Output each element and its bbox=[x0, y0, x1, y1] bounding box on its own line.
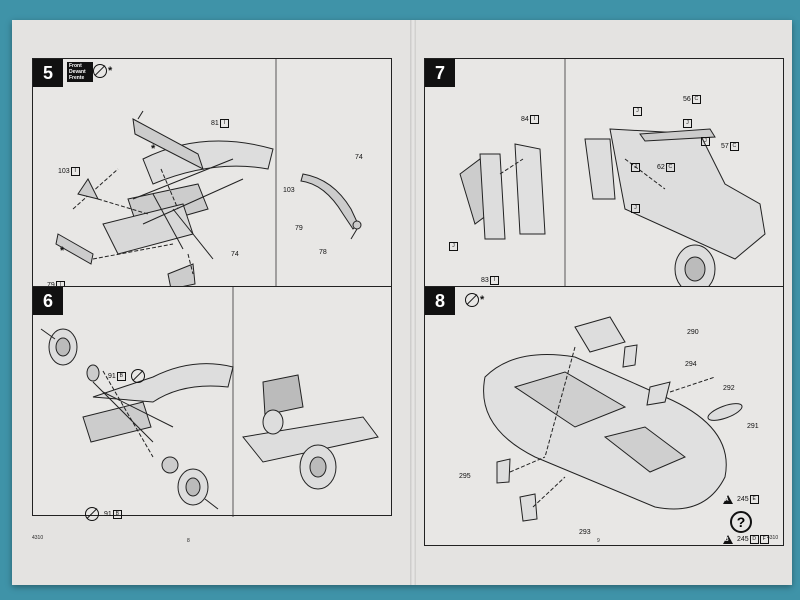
label-291: 291 bbox=[747, 423, 759, 430]
front-tag: Front Devant Frente bbox=[67, 62, 93, 82]
page-fold bbox=[410, 20, 416, 585]
label-294: 294 bbox=[685, 361, 697, 368]
step-8-drawing bbox=[483, 316, 743, 522]
step-5-panel: 5 Front Devant Frente * bbox=[32, 58, 392, 297]
label-j5: J bbox=[631, 204, 640, 213]
step-8-symbols: * bbox=[465, 293, 484, 307]
question-icon: ? bbox=[730, 511, 752, 533]
left-code: 4310 bbox=[32, 535, 44, 541]
no-glue-icon bbox=[93, 64, 107, 78]
step-6-drawing bbox=[40, 287, 379, 517]
label-j4: J bbox=[631, 163, 640, 172]
label-290: 290 bbox=[687, 329, 699, 336]
label-295: 295 bbox=[459, 473, 471, 480]
star-icon: * bbox=[108, 65, 113, 77]
detail-label-74: 74 bbox=[355, 154, 363, 161]
step-6-number: 6 bbox=[33, 287, 63, 315]
no-glue-icon bbox=[465, 293, 479, 307]
label-293: 293 bbox=[579, 529, 591, 536]
label-j1: J bbox=[633, 107, 642, 116]
right-page-number: 9 bbox=[597, 538, 600, 544]
detail-label-78: 78 bbox=[319, 249, 327, 256]
detail-label-79: 79 bbox=[295, 225, 303, 232]
no-glue-icon bbox=[130, 369, 145, 383]
left-page-number: 8 bbox=[187, 538, 190, 544]
label-292: 292 bbox=[723, 385, 735, 392]
step-8-panel: 8 * 290 294 292 291 295 bbox=[424, 286, 784, 546]
star-marker-2: * bbox=[60, 245, 65, 257]
label-74: 74 bbox=[231, 251, 239, 258]
star-marker: * bbox=[151, 143, 156, 155]
step-5-number: 5 bbox=[33, 59, 63, 87]
no-glue-icon bbox=[85, 507, 99, 521]
right-code: 4310 bbox=[767, 535, 779, 541]
step-5-symbols: * bbox=[93, 64, 112, 78]
instruction-sheet: 5 Front Devant Frente * bbox=[12, 20, 792, 585]
step-6-panel: 6 bbox=[32, 286, 392, 521]
step-5-drawing bbox=[55, 59, 362, 297]
star-icon: * bbox=[480, 294, 485, 306]
label-j3: J bbox=[701, 137, 710, 146]
label-j: J bbox=[449, 242, 458, 251]
step-8-number: 8 bbox=[425, 287, 455, 315]
detail-label-103: 103 bbox=[283, 187, 295, 194]
label-j2: J bbox=[683, 119, 692, 128]
step-7-number: 7 bbox=[425, 59, 455, 87]
step-7-drawing bbox=[459, 59, 766, 297]
